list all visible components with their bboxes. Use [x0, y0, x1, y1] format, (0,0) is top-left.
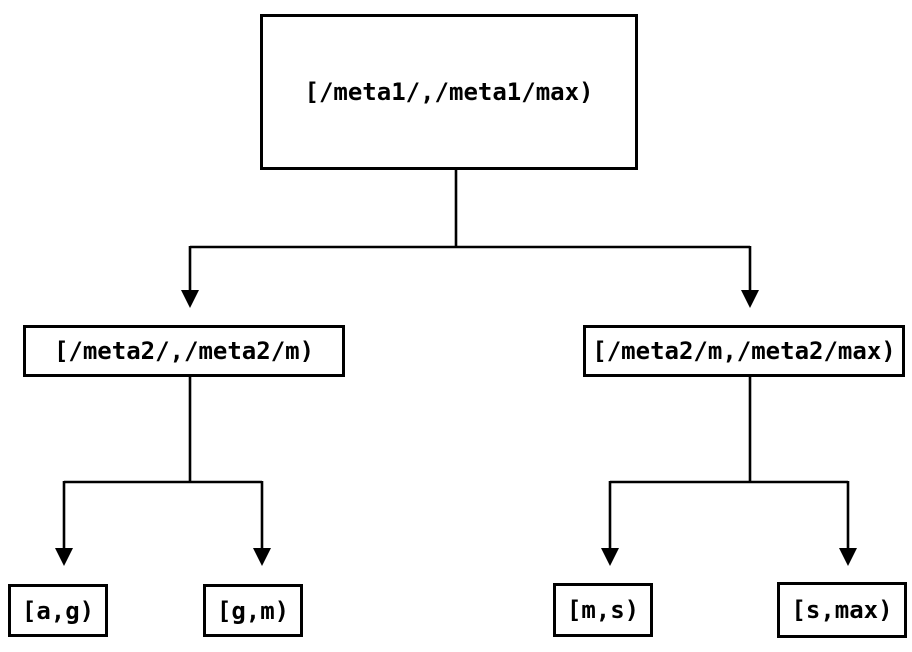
- arrowhead-down-icon: [741, 290, 759, 308]
- node-leaf-ag: [a,g): [8, 584, 108, 637]
- arrowhead-down-icon: [253, 548, 271, 566]
- node-leaf-ms: [m,s): [553, 583, 653, 637]
- node-meta2-left-interval: [/meta2/,/meta2/m): [23, 325, 345, 377]
- node-leaf-gm: [g,m): [203, 584, 303, 637]
- node-meta2-right-interval: [/meta2/m,/meta2/max): [583, 325, 905, 377]
- arrowhead-down-icon: [181, 290, 199, 308]
- arrowhead-down-icon: [55, 548, 73, 566]
- node-root-interval: [/meta1/,/meta1/max): [260, 14, 638, 170]
- node-leaf-smax: [s,max): [777, 582, 907, 638]
- arrowhead-down-icon: [601, 548, 619, 566]
- arrowhead-down-icon: [839, 548, 857, 566]
